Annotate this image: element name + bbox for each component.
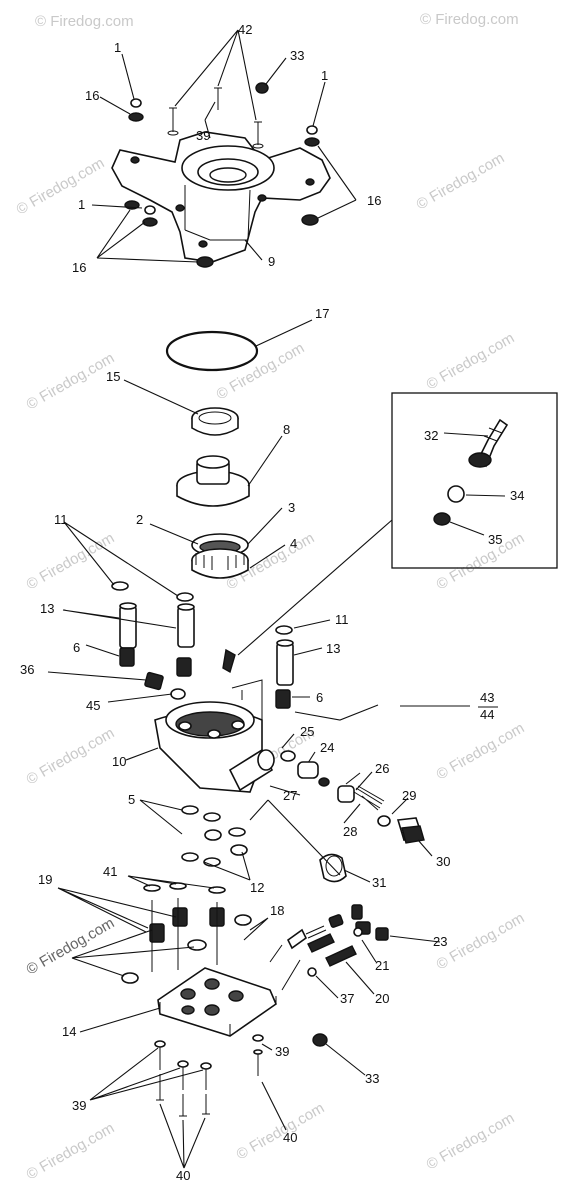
- leaders-seals: [139, 799, 251, 881]
- callout-3: 3: [288, 500, 295, 515]
- callout-20: 20: [375, 991, 389, 1006]
- callout-19: 19: [38, 872, 52, 887]
- callout-35: 35: [488, 532, 502, 547]
- callout-8: 8: [283, 422, 290, 437]
- leaders-housing: [125, 733, 361, 796]
- callout-44: 44: [480, 707, 494, 722]
- callout-4: 4: [290, 536, 297, 551]
- callout-18: 18: [270, 903, 284, 918]
- callout-25: 25: [300, 724, 314, 739]
- watermark: © Firedog.com: [434, 909, 528, 973]
- callout-24: 24: [320, 740, 334, 755]
- callout-13b: 13: [326, 641, 340, 656]
- callout-39c: 39: [72, 1098, 86, 1113]
- inset-box: [237, 392, 558, 656]
- callout-1c: 1: [78, 197, 85, 212]
- callout-6b: 6: [316, 690, 323, 705]
- housing-flange: [111, 82, 331, 268]
- callout-27: 27: [283, 788, 297, 803]
- watermark: © Firedog.com: [424, 1109, 518, 1173]
- callout-13a: 13: [40, 601, 54, 616]
- leaders-top: [91, 29, 357, 263]
- valve-parts-right: [269, 904, 389, 1047]
- callout-12: 12: [250, 880, 264, 895]
- watermark: © Firedog.com: [24, 724, 118, 788]
- callout-9: 9: [268, 254, 275, 269]
- watermark: © Firedog.com: [434, 719, 528, 783]
- leaders-bottom: [57, 875, 441, 1076]
- seals-5-12: [181, 805, 248, 867]
- callout-37: 37: [340, 991, 354, 1006]
- callout-43: 43: [480, 690, 494, 705]
- callout-11a: 11: [54, 512, 68, 527]
- callout-14: 14: [62, 1024, 76, 1039]
- callout-28: 28: [343, 824, 357, 839]
- callout-16b: 16: [367, 193, 381, 208]
- callout-2: 2: [136, 512, 143, 527]
- watermark: © Firedog.com: [414, 149, 508, 213]
- swash-plate-8: [176, 455, 250, 507]
- callout-15: 15: [106, 369, 120, 384]
- callout-30: 30: [436, 854, 450, 869]
- bearing-assembly: [191, 533, 249, 579]
- watermark: © Firedog.com: [24, 349, 118, 413]
- callout-34: 34: [510, 488, 524, 503]
- pistons-and-springs: [111, 581, 294, 709]
- watermark: © Firedog.com: [214, 339, 308, 403]
- leaders-mid: [123, 319, 313, 569]
- watermark: © Firedog.com: [24, 1119, 118, 1183]
- watermark: © Firedog.com: [35, 13, 134, 30]
- callout-40b: 40: [176, 1168, 190, 1183]
- callout-31: 31: [372, 875, 386, 890]
- watermark: © Firedog.com: [24, 529, 118, 593]
- callout-5: 5: [128, 792, 135, 807]
- watermark: © Firedog.com: [234, 1099, 328, 1163]
- callout-11b: 11: [335, 612, 349, 627]
- callout-1a: 1: [114, 40, 121, 55]
- callout-23: 23: [433, 934, 447, 949]
- seal-15: [191, 407, 239, 436]
- leaders-pistons: [47, 521, 470, 721]
- watermark: © Firedog.com: [424, 329, 518, 393]
- callout-29: 29: [402, 788, 416, 803]
- leaders-right: [249, 771, 433, 883]
- callout-33b: 33: [365, 1071, 379, 1086]
- callout-10: 10: [112, 754, 126, 769]
- callout-labels: 1 16 42 33 39 1 16 1 16 9 17 15 8 32 34 …: [20, 22, 524, 1183]
- callout-41: 41: [103, 864, 117, 879]
- callout-45: 45: [86, 698, 100, 713]
- callout-1b: 1: [321, 68, 328, 83]
- manifold-housing-10: [154, 679, 275, 793]
- callout-21: 21: [375, 958, 389, 973]
- callout-33a: 33: [290, 48, 304, 63]
- watermark: © Firedog.com: [420, 11, 519, 28]
- watermark: © Firedog.com: [434, 529, 528, 593]
- bolts-39-40: [154, 1034, 264, 1117]
- watermark: © Firedog.com: [14, 154, 108, 218]
- callout-42: 42: [238, 22, 252, 37]
- callout-17: 17: [315, 306, 329, 321]
- callout-16c: 16: [72, 260, 86, 275]
- oring-17: [165, 330, 259, 372]
- callout-36: 36: [20, 662, 34, 677]
- callout-26: 26: [375, 761, 389, 776]
- callout-6a: 6: [73, 640, 80, 655]
- leaders-bolts: [89, 1043, 287, 1169]
- callout-39b: 39: [275, 1044, 289, 1059]
- callout-16a: 16: [85, 88, 99, 103]
- callout-39a: 39: [196, 128, 210, 143]
- unloader-parts: [280, 750, 425, 883]
- callout-32: 32: [424, 428, 438, 443]
- valve-block-14: [121, 882, 277, 1037]
- callout-40a: 40: [283, 1130, 297, 1145]
